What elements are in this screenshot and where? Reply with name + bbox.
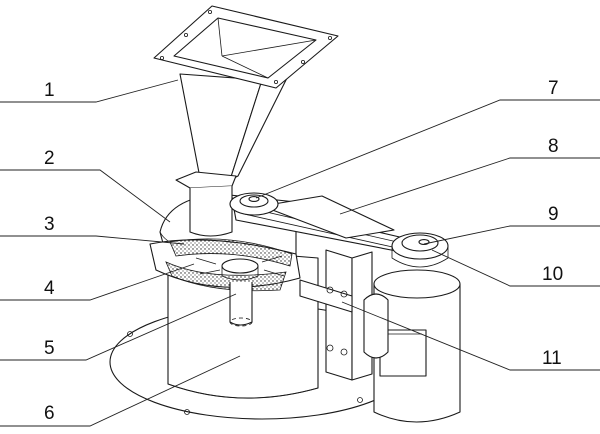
callout-5: 5	[44, 338, 55, 359]
motor-bracket	[299, 249, 389, 381]
callout-4: 4	[44, 278, 55, 299]
callout-10: 10	[542, 264, 563, 285]
callout-9: 9	[548, 204, 559, 225]
drive-shaft	[229, 282, 253, 327]
callout-1: 1	[44, 80, 55, 101]
callout-7: 7	[548, 78, 559, 99]
callout-11: 11	[542, 348, 562, 369]
callout-2: 2	[44, 148, 55, 169]
belt-drive	[229, 192, 449, 268]
callout-3: 3	[44, 214, 55, 235]
hopper-neck	[175, 171, 237, 237]
callout-8: 8	[548, 136, 559, 157]
callout-6: 6	[44, 403, 55, 424]
hopper	[153, 5, 339, 181]
spreading-disc	[149, 238, 301, 292]
leader-lines	[0, 79, 600, 427]
